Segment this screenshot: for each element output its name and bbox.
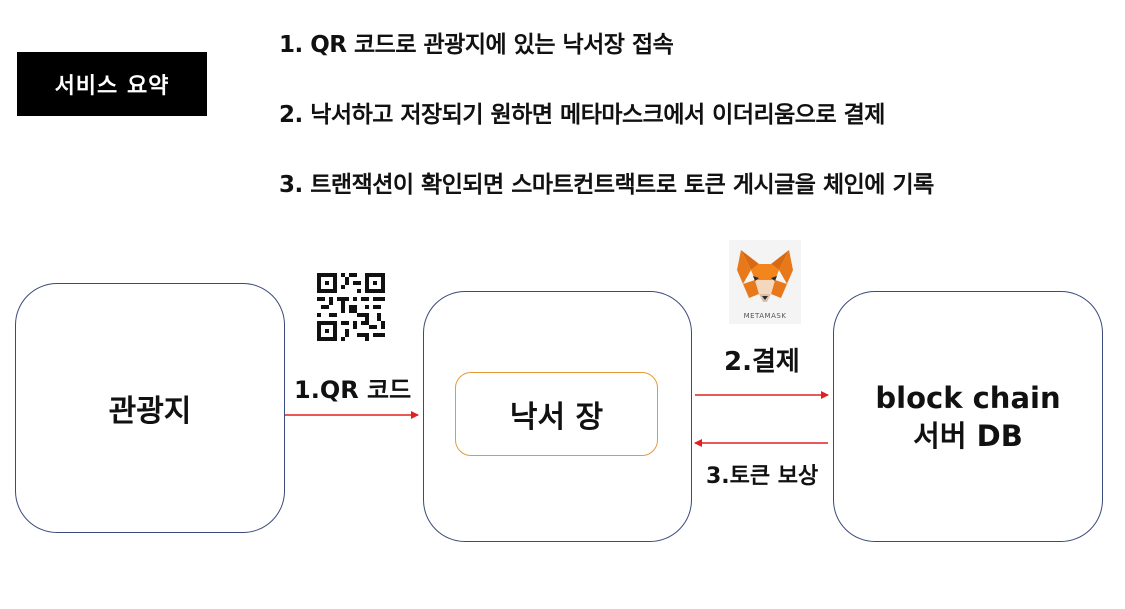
edge-label-token-reward: 3.토큰 보상 <box>706 464 819 489</box>
step-1: 1. QR 코드로 관광지에 있는 낙서장 접속 <box>279 32 674 58</box>
server-db-label: 서버 DB <box>913 418 1023 453</box>
metamask-label: METAMASK <box>743 312 787 320</box>
edge-label-qr: 1.QR 코드 <box>294 376 412 404</box>
step-2: 2. 낙서하고 저장되기 원하면 메타마스크에서 이더리움으로 결제 <box>279 102 885 128</box>
graffiti-board-label: 낙서 장 <box>509 400 604 435</box>
edge-label-payment: 2.결제 <box>724 347 800 377</box>
blockchain-label: block chain <box>875 380 1061 415</box>
summary-title: 서비스 요약 <box>54 74 170 99</box>
metamask-card: METAMASK <box>729 240 801 324</box>
summary-title-badge: 서비스 요약 <box>17 52 207 116</box>
graffiti-board-inner: 낙서 장 <box>455 372 658 456</box>
node-tourist-spot-label: 관광지 <box>108 394 192 429</box>
metamask-fox-icon <box>737 250 793 302</box>
qr-code-icon <box>317 273 385 341</box>
node-blockchain-db: block chain 서버 DB <box>833 291 1103 542</box>
node-tourist-spot: 관광지 <box>15 283 285 533</box>
step-3: 3. 트랜잭션이 확인되면 스마트컨트랙트로 토큰 게시글을 체인에 기록 <box>279 172 934 198</box>
